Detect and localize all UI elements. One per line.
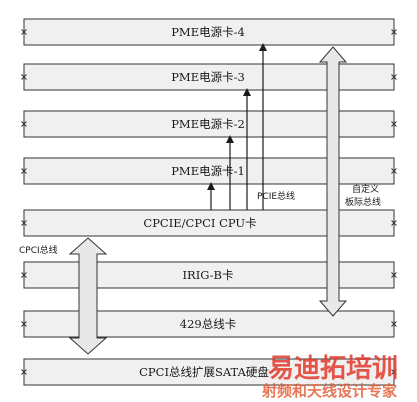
mount-mark-2-left (21, 121, 27, 127)
slot-label-pme4: PME电源卡-4 (171, 25, 245, 39)
cpci-bus-arrow (68, 237, 108, 355)
mount-mark-7-right (391, 369, 397, 375)
custom-bus-label-line2: 板际总线 (345, 196, 381, 208)
slot-sata: CPCI总线扩展SATA硬盘 (23, 358, 395, 386)
watermark-line2: 射频和天线设计专家 (261, 382, 397, 400)
mount-mark-2-right (391, 121, 397, 127)
mount-mark-7-left (21, 369, 27, 375)
mount-mark-3-right (391, 168, 397, 174)
cpci-bus-label: CPCI总线 (19, 244, 58, 256)
mount-mark-5-left (21, 272, 27, 278)
pcie-bus-arrows (207, 43, 267, 210)
custom-bus-label-line1: 自定义 (352, 183, 379, 195)
slot-label-irig: IRIG-B卡 (183, 268, 234, 282)
slot-label-429: 429总线卡 (180, 317, 236, 331)
slot-label-cpu: CPCIE/CPCI CPU卡 (143, 216, 256, 230)
custom-bus-arrow (318, 46, 348, 317)
mount-mark-1-left (21, 74, 27, 80)
slot-label-sata: CPCI总线扩展SATA硬盘 (139, 365, 269, 379)
mount-mark-4-left (21, 220, 27, 226)
mount-mark-6-left (21, 321, 27, 327)
watermark-logo: 易迪拓培训 射频和天线设计专家 (261, 354, 398, 400)
mount-mark-4-right (391, 220, 397, 226)
mount-mark-6-right (391, 321, 397, 327)
slot-label-pme1: PME电源卡-1 (171, 164, 245, 178)
mount-mark-0-left (21, 29, 27, 35)
mount-mark-3-left (21, 168, 27, 174)
mount-mark-5-right (391, 272, 397, 278)
slot-label-pme2: PME电源卡-2 (171, 117, 245, 131)
slot-pme4: PME电源卡-4 (23, 18, 395, 46)
mount-mark-0-right (391, 29, 397, 35)
pcie-bus-label: PCIE总线 (257, 190, 295, 202)
watermark-line1: 易迪拓培训 (268, 354, 398, 384)
mounting-marks (21, 29, 397, 375)
mount-mark-1-right (391, 74, 397, 80)
slot-label-pme3: PME电源卡-3 (171, 70, 245, 84)
